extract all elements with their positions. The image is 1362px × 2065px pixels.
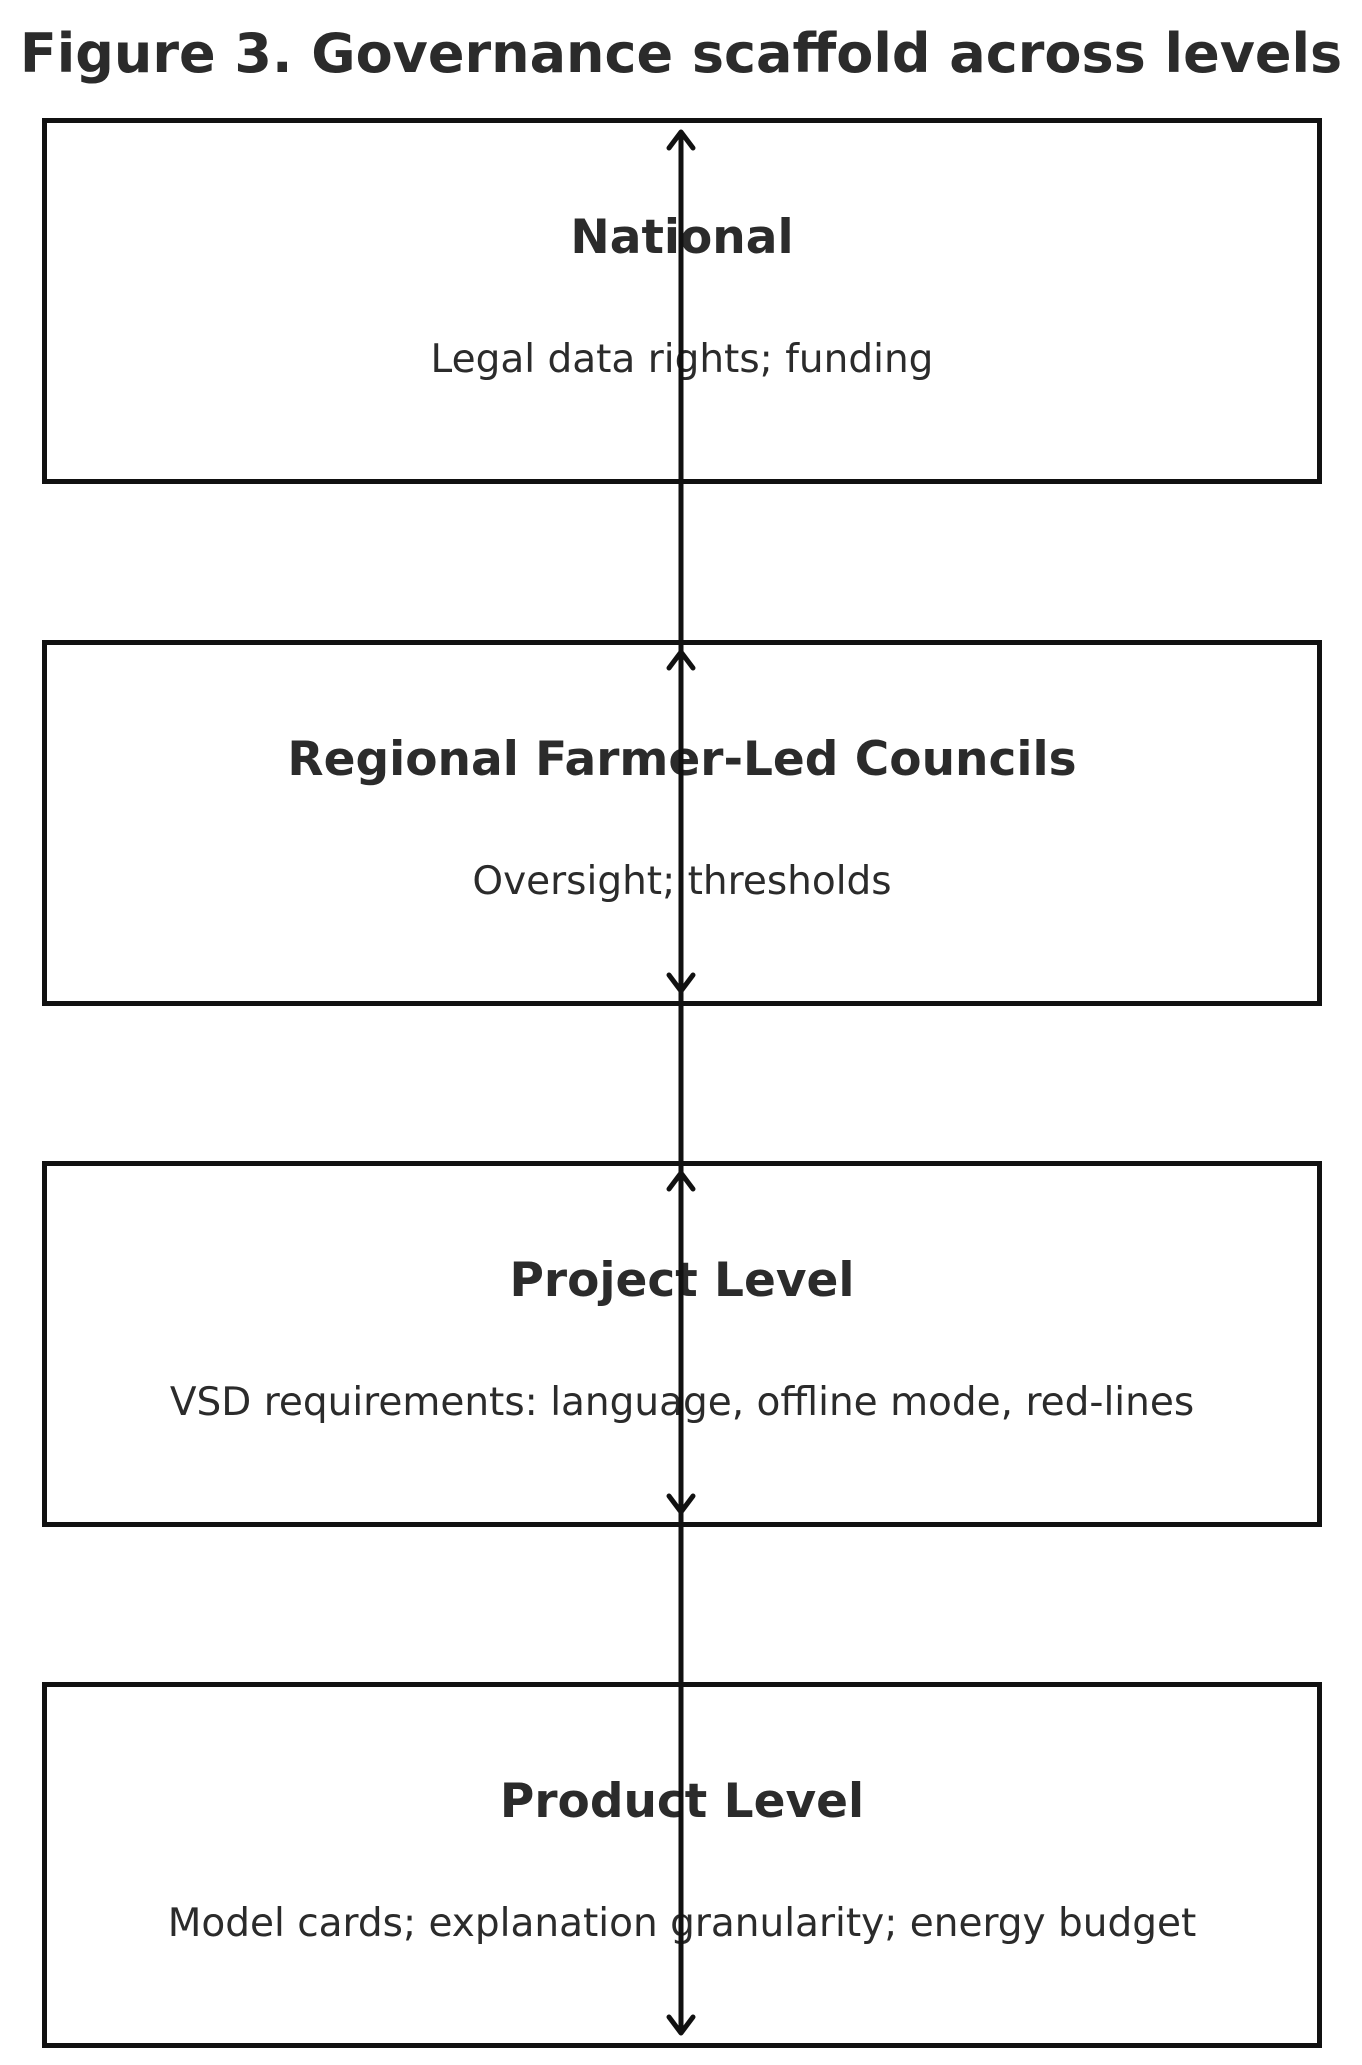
level-description-product: Model cards; explanation granularity; en… bbox=[167, 1901, 1197, 1946]
level-box-product: Product Level Model cards; explanation g… bbox=[42, 1682, 1322, 2048]
level-name-regional-councils: Regional Farmer-Led Councils bbox=[287, 732, 1077, 787]
figure-title: Figure 3. Governance scaffold across lev… bbox=[19, 22, 1343, 85]
level-box-regional-councils: Regional Farmer-Led Councils Oversight; … bbox=[42, 640, 1322, 1006]
level-name-product: Product Level bbox=[499, 1774, 865, 1829]
level-description-project: VSD requirements: language, offline mode… bbox=[169, 1380, 1195, 1425]
level-name-national: National bbox=[570, 210, 794, 265]
level-box-national: National Legal data rights; funding bbox=[42, 118, 1322, 484]
level-description-national: Legal data rights; funding bbox=[430, 337, 934, 382]
level-name-project: Project Level bbox=[509, 1253, 855, 1308]
level-description-regional-councils: Oversight; thresholds bbox=[472, 859, 892, 904]
level-box-project: Project Level VSD requirements: language… bbox=[42, 1161, 1322, 1527]
